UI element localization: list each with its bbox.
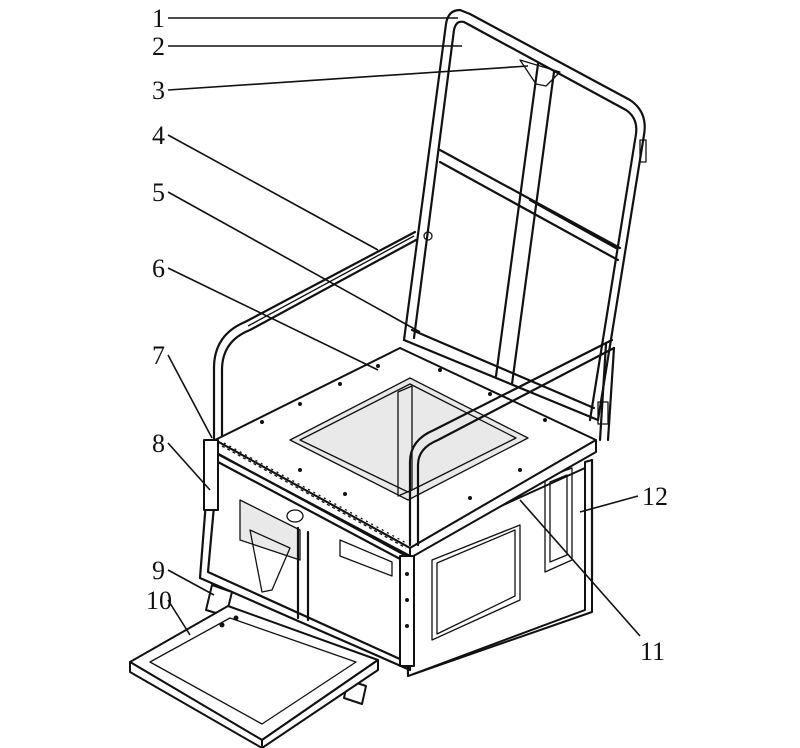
callout-11: 11 — [640, 637, 665, 666]
callout-5: 5 — [152, 178, 165, 207]
callout-2: 2 — [152, 32, 165, 61]
leader-lines — [167, 17, 641, 637]
leader-9 — [167, 569, 215, 596]
callout-4: 4 — [152, 121, 165, 150]
callout-1: 1 — [152, 4, 165, 33]
callout-7: 7 — [152, 341, 165, 370]
leader-10 — [167, 599, 191, 636]
callout-10: 10 — [146, 586, 172, 615]
right-handrail — [408, 338, 616, 547]
callout-labels: 1 2 3 4 5 6 7 8 9 10 11 12 — [146, 4, 668, 666]
leader-6 — [167, 267, 379, 371]
deck-perforation-row — [221, 442, 409, 549]
leader-5 — [167, 191, 421, 333]
front-drop-frame — [198, 439, 415, 672]
backrest-frame — [402, 8, 647, 422]
leader-3 — [167, 65, 529, 91]
back-handrail — [212, 230, 418, 442]
base-cabinet — [404, 458, 594, 677]
leader-8 — [167, 442, 211, 491]
callout-8: 8 — [152, 429, 165, 458]
callout-12: 12 — [642, 482, 668, 511]
leader-4 — [167, 134, 379, 251]
leader-11 — [519, 499, 641, 637]
foot-tray — [129, 584, 379, 748]
leader-7 — [167, 354, 213, 439]
leader-12 — [579, 495, 639, 513]
callout-3: 3 — [152, 76, 165, 105]
callout-9: 9 — [152, 556, 165, 585]
platform-deck — [214, 347, 597, 559]
callout-6: 6 — [152, 254, 165, 283]
